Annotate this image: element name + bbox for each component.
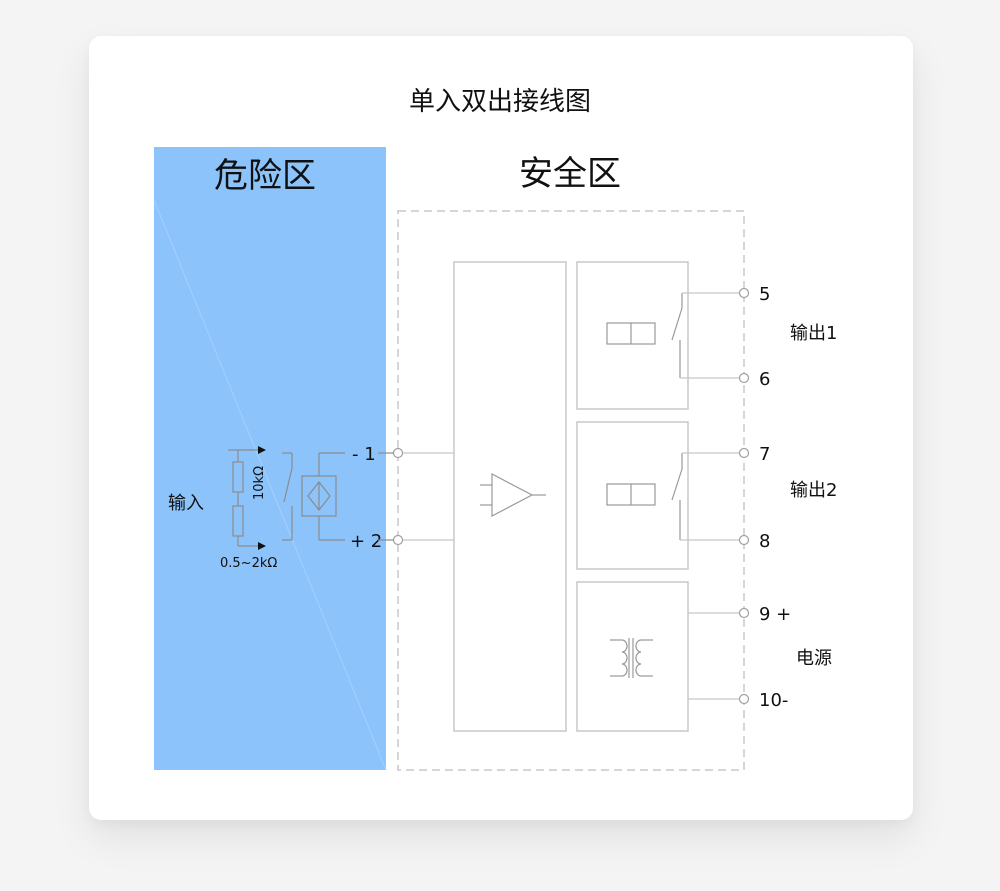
- resistor-range-label: 0.5~2kΩ: [220, 556, 277, 571]
- hazardous-zone: [154, 147, 386, 770]
- terminal-circles: [392, 287, 750, 705]
- diagram-title: 单入双出接线图: [409, 87, 591, 117]
- terminal-6-label: 6: [759, 369, 770, 390]
- output-1-label: 输出1: [790, 323, 837, 344]
- terminal-9-label: 9 +: [759, 604, 791, 625]
- relay-block-1: [576, 261, 689, 410]
- relay-icon-2: [606, 453, 683, 540]
- terminal-1-label: - 1: [352, 444, 376, 465]
- output-wiring: [402, 292, 740, 700]
- transformer-icon: [610, 638, 653, 678]
- terminal-10-label: 10-: [759, 690, 788, 711]
- input-arrows: [258, 446, 266, 550]
- amplifier-block: [453, 261, 567, 732]
- output-2-label: 输出2: [790, 480, 837, 501]
- input-circuit: [228, 449, 394, 547]
- relay-block-2: [576, 421, 689, 570]
- terminal-7-label: 7: [759, 444, 770, 465]
- zone-shading-line: [153, 199, 387, 771]
- terminal-8-label: 8: [759, 531, 770, 552]
- hazardous-zone-label: 危险区: [214, 156, 316, 196]
- power-block: [576, 581, 689, 732]
- amplifier-icon: [480, 473, 546, 517]
- terminal-5-label: 5: [759, 284, 770, 305]
- input-label: 输入: [168, 493, 204, 514]
- safe-zone-outline: [397, 210, 745, 771]
- terminal-2-label: + 2: [350, 531, 382, 552]
- resistor-10k-label: 10kΩ: [252, 466, 267, 500]
- safe-zone-label: 安全区: [519, 154, 621, 194]
- power-label: 电源: [796, 648, 832, 669]
- relay-icon-1: [606, 293, 683, 378]
